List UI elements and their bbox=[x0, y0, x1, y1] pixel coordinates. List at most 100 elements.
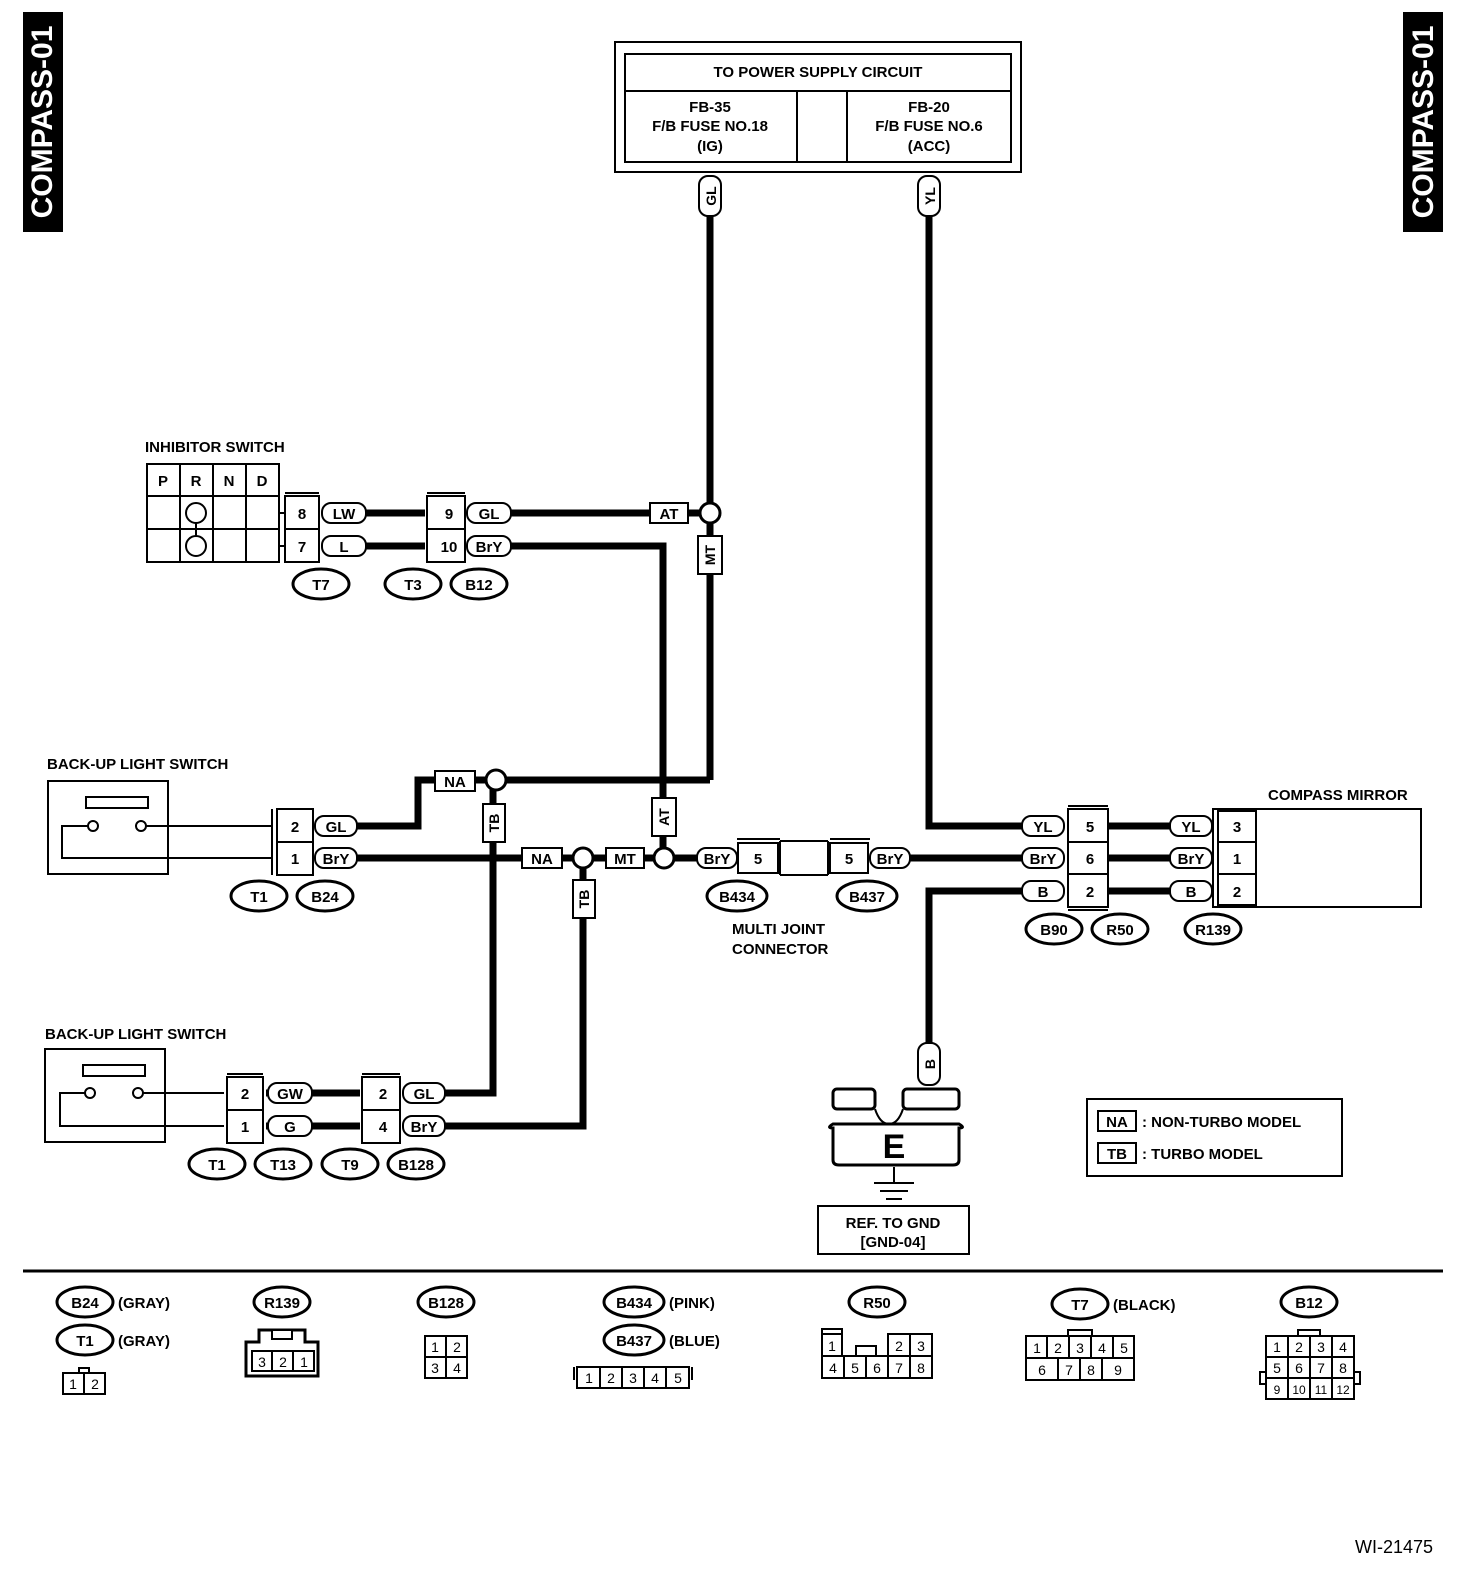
svg-text:: TURBO MODEL: : TURBO MODEL bbox=[1142, 1146, 1263, 1163]
svg-text:8: 8 bbox=[298, 506, 306, 523]
svg-text:MT: MT bbox=[702, 544, 718, 565]
figure-code: WI-21475 bbox=[1355, 1537, 1433, 1557]
svg-text:CONNECTOR: CONNECTOR bbox=[732, 941, 829, 958]
svg-text:1: 1 bbox=[1033, 1340, 1041, 1356]
svg-text:(ACC): (ACC) bbox=[908, 138, 951, 155]
svg-text:2: 2 bbox=[1086, 884, 1094, 901]
tag-mt-horizontal: MT bbox=[605, 847, 645, 869]
svg-text:B434: B434 bbox=[616, 1295, 653, 1312]
svg-text:TB: TB bbox=[486, 814, 502, 833]
connector-view-r50: R50 1 2 3 4 5 6 7 8 bbox=[821, 1285, 933, 1379]
svg-text:3: 3 bbox=[258, 1354, 266, 1370]
svg-text:7: 7 bbox=[1065, 1362, 1073, 1378]
svg-text:B90: B90 bbox=[1040, 922, 1068, 939]
svg-text:R139: R139 bbox=[1195, 922, 1231, 939]
ground-point: E REF. TO GND [GND-04] bbox=[817, 1087, 970, 1255]
svg-text:10: 10 bbox=[441, 539, 458, 556]
tag-na-lower: NA bbox=[521, 847, 563, 869]
wires bbox=[266, 200, 1175, 1130]
svg-text:3: 3 bbox=[917, 1338, 925, 1354]
svg-text:2: 2 bbox=[607, 1370, 615, 1386]
svg-text:GL: GL bbox=[414, 1086, 435, 1103]
tag-b-ground: B bbox=[917, 1042, 941, 1086]
svg-text:2: 2 bbox=[241, 1086, 249, 1103]
svg-text:4: 4 bbox=[1339, 1339, 1347, 1355]
svg-text:T9: T9 bbox=[341, 1157, 359, 1174]
ground-letter: E bbox=[883, 1128, 906, 1166]
connector-view-b434-b437: B434 (PINK) B437 (BLUE) 1 2 3 4 5 bbox=[573, 1285, 720, 1389]
svg-text:8: 8 bbox=[1339, 1360, 1347, 1376]
svg-text:AT: AT bbox=[660, 506, 679, 523]
svg-text:2: 2 bbox=[1054, 1340, 1062, 1356]
svg-text:MULTI JOINT: MULTI JOINT bbox=[732, 921, 825, 938]
splice-at-mt bbox=[698, 501, 722, 525]
svg-text:B: B bbox=[922, 1059, 938, 1069]
side-tag-left: COMPASS-01 bbox=[23, 12, 63, 232]
svg-text:BrY: BrY bbox=[476, 539, 503, 556]
power-supply-box: TO POWER SUPPLY CIRCUIT FB-35 F/B FUSE N… bbox=[614, 41, 1022, 173]
svg-text:COMPASS-01: COMPASS-01 bbox=[26, 26, 59, 219]
svg-text:NA: NA bbox=[531, 851, 553, 868]
svg-text:B12: B12 bbox=[465, 577, 493, 594]
svg-text:3: 3 bbox=[431, 1360, 439, 1376]
svg-text:1: 1 bbox=[828, 1338, 836, 1354]
svg-text:4: 4 bbox=[829, 1360, 837, 1376]
svg-text:T1: T1 bbox=[250, 889, 268, 906]
svg-text:3: 3 bbox=[1076, 1340, 1084, 1356]
svg-text:B24: B24 bbox=[71, 1295, 99, 1312]
svg-text:9: 9 bbox=[1114, 1362, 1122, 1378]
svg-text:GL: GL bbox=[326, 819, 347, 836]
svg-text:YL: YL bbox=[922, 187, 938, 205]
svg-text:5: 5 bbox=[754, 851, 762, 868]
svg-text:1: 1 bbox=[431, 1339, 439, 1355]
svg-text:BrY: BrY bbox=[1030, 851, 1057, 868]
connector-view-b24-t1: B24 (GRAY) T1 (GRAY) 1 2 bbox=[55, 1285, 170, 1395]
tag-mt-vertical: MT bbox=[697, 535, 723, 575]
inhibitor-title: INHIBITOR SWITCH bbox=[145, 439, 285, 456]
svg-text:YL: YL bbox=[1181, 819, 1200, 836]
backup1-title: BACK-UP LIGHT SWITCH bbox=[47, 756, 228, 773]
svg-text:GL: GL bbox=[703, 186, 719, 206]
svg-text:3: 3 bbox=[629, 1370, 637, 1386]
svg-text:3: 3 bbox=[1317, 1339, 1325, 1355]
svg-text:GL: GL bbox=[479, 506, 500, 523]
svg-text:2: 2 bbox=[291, 819, 299, 836]
side-tag-right: COMPASS-01 bbox=[1403, 12, 1443, 232]
svg-text:7: 7 bbox=[895, 1360, 903, 1376]
svg-text:1: 1 bbox=[300, 1354, 308, 1370]
svg-text:(GRAY): (GRAY) bbox=[118, 1295, 170, 1312]
svg-text:[GND-04]: [GND-04] bbox=[860, 1234, 925, 1251]
svg-text:4: 4 bbox=[379, 1119, 388, 1136]
svg-text:1: 1 bbox=[585, 1370, 593, 1386]
splice-na-tb-upper bbox=[484, 768, 508, 792]
svg-text:B437: B437 bbox=[616, 1333, 652, 1350]
svg-text:L: L bbox=[339, 539, 348, 556]
backup-light-switch-1: BACK-UP LIGHT SWITCH 2 1 GL BrY T1 B24 bbox=[47, 756, 358, 913]
svg-text:T3: T3 bbox=[404, 577, 422, 594]
svg-text:NA: NA bbox=[444, 774, 466, 791]
svg-text:B24: B24 bbox=[311, 889, 339, 906]
svg-text:R: R bbox=[191, 473, 202, 490]
svg-text:(IG): (IG) bbox=[697, 138, 723, 155]
svg-text:B128: B128 bbox=[398, 1157, 434, 1174]
svg-text:6: 6 bbox=[873, 1360, 881, 1376]
svg-text:2: 2 bbox=[453, 1339, 461, 1355]
svg-text:3: 3 bbox=[1233, 819, 1241, 836]
svg-text:D: D bbox=[257, 473, 268, 490]
connector-view-b12: B12 1 2 3 4 5 6 7 8 9 10 11 12 bbox=[1259, 1285, 1361, 1400]
svg-text:BrY: BrY bbox=[1178, 851, 1205, 868]
svg-text:TB: TB bbox=[1107, 1146, 1127, 1163]
svg-text:1: 1 bbox=[241, 1119, 249, 1136]
tag-na-upper: NA bbox=[434, 770, 476, 792]
svg-text:4: 4 bbox=[1098, 1340, 1106, 1356]
svg-text:1: 1 bbox=[1233, 851, 1241, 868]
svg-text:T1: T1 bbox=[208, 1157, 226, 1174]
svg-text:(BLACK): (BLACK) bbox=[1113, 1297, 1175, 1314]
svg-text:5: 5 bbox=[1086, 819, 1094, 836]
tag-tb-upper: TB bbox=[482, 803, 506, 843]
splice-mt-at bbox=[652, 846, 676, 870]
svg-text:1: 1 bbox=[291, 851, 299, 868]
svg-text:2: 2 bbox=[91, 1376, 99, 1392]
svg-text:6: 6 bbox=[1038, 1362, 1046, 1378]
svg-text:T1: T1 bbox=[76, 1333, 94, 1350]
